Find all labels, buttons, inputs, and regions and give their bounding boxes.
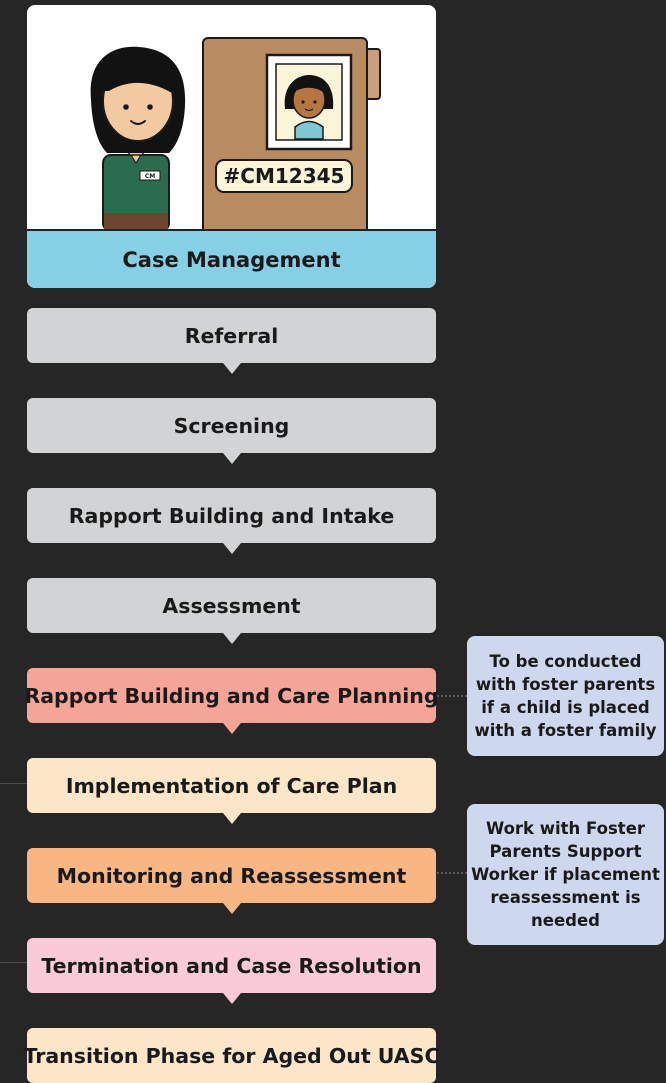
cycle-bracket [0,783,27,963]
step-monitoring: Monitoring and Reassessment [27,848,436,914]
note-connector [437,695,467,697]
case-worker-illustration: CM #CM12345 [90,37,381,231]
case-management-card: CM #CM12345 Case Management [27,5,436,288]
badge-text: CM [145,173,155,180]
foster-parents-note: To be conducted with foster parents if a… [467,636,664,756]
folder-id-text: #CM12345 [224,164,345,188]
step-screening: Screening [27,398,436,464]
support-worker-note: Work with Foster Parents Support Worker … [467,804,664,945]
note-connector [437,872,467,874]
step-assessment: Assessment [27,578,436,644]
step-care-planning: Rapport Building and Care Planning [24,668,439,734]
step-referral: Referral [27,308,436,374]
case-management-title: Case Management [27,229,436,288]
step-rapport-intake: Rapport Building and Intake [27,488,436,554]
step-termination: Termination and Case Resolution [27,938,436,1004]
case-worker-figure [90,46,186,231]
step-transition: Transition Phase for Aged Out UASC [24,1028,440,1083]
step-implementation: Implementation of Care Plan [27,758,436,824]
case-folder [202,37,381,231]
